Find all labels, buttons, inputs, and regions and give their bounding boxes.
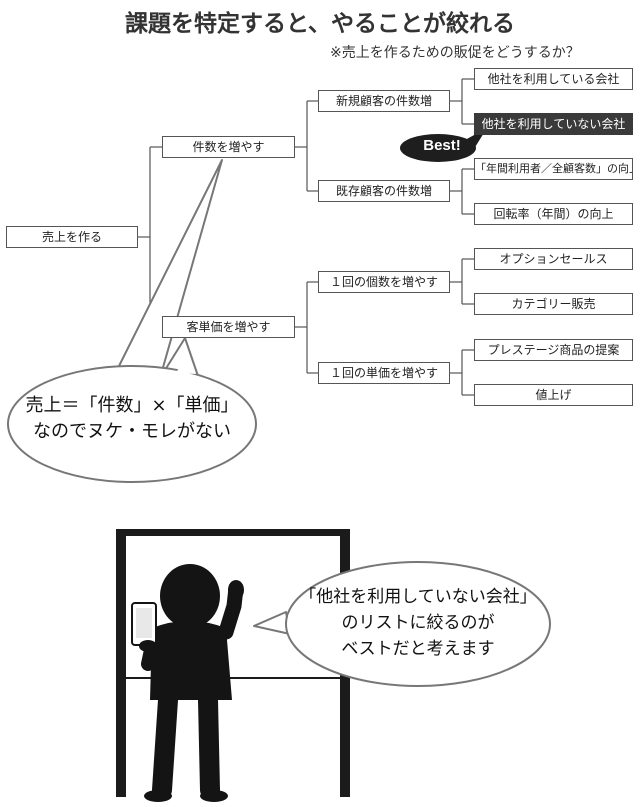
- tree-leaf-turnover-rate: 回転率（年間）の向上: [474, 203, 633, 225]
- bubble-right-line-2: のリストに絞るのが: [341, 613, 495, 633]
- tree-leaf-category-sales: カテゴリー販売: [474, 293, 633, 315]
- page-title: 課題を特定すると、やることが絞れる: [124, 11, 516, 37]
- tree-node-items-per-order: １回の個数を増やす: [318, 271, 450, 293]
- bubble-left-line-1: 売上＝「件数」×「単価」: [25, 395, 239, 416]
- tree-leaf-not-using-competitor: 他社を利用していない会社: [474, 113, 633, 135]
- best-badge: Best!: [423, 137, 461, 154]
- tree-leaf-price-increase: 値上げ: [474, 384, 633, 406]
- bubble-left-line-2: なのでヌケ・モレがない: [33, 421, 231, 442]
- tree-leaf-user-ratio: 「年間利用者／全顧客数」の向上: [474, 158, 633, 180]
- bubble-right-line-1: 「他社を利用していない会社」: [299, 587, 537, 607]
- phone-icon: [131, 602, 157, 652]
- tree-node-new-customers: 新規顧客の件数増: [318, 90, 450, 112]
- subtitle: ※売上を作るための販促をどうするか？: [330, 45, 580, 61]
- tree-leaf-option-sales: オプションセールス: [474, 248, 633, 270]
- tree-root-node: 売上を作る: [6, 226, 138, 248]
- person-figure: [141, 564, 244, 802]
- tree-node-increase-count: 件数を増やす: [162, 136, 295, 158]
- tree-node-increase-unit-price: 客単価を増やす: [162, 316, 295, 338]
- tree-node-existing-customers: 既存顧客の件数増: [318, 180, 450, 202]
- tree-node-price-per-order: １回の単価を増やす: [318, 362, 450, 384]
- speech-bubble-left: [7, 159, 257, 483]
- bubble-right-line-3: ベストだと考えます: [341, 639, 495, 659]
- tree-leaf-using-competitor: 他社を利用している会社: [474, 68, 633, 90]
- speech-bubble-right: [253, 561, 551, 687]
- tree-leaf-prestige-proposal: プレステージ商品の提案: [474, 339, 633, 361]
